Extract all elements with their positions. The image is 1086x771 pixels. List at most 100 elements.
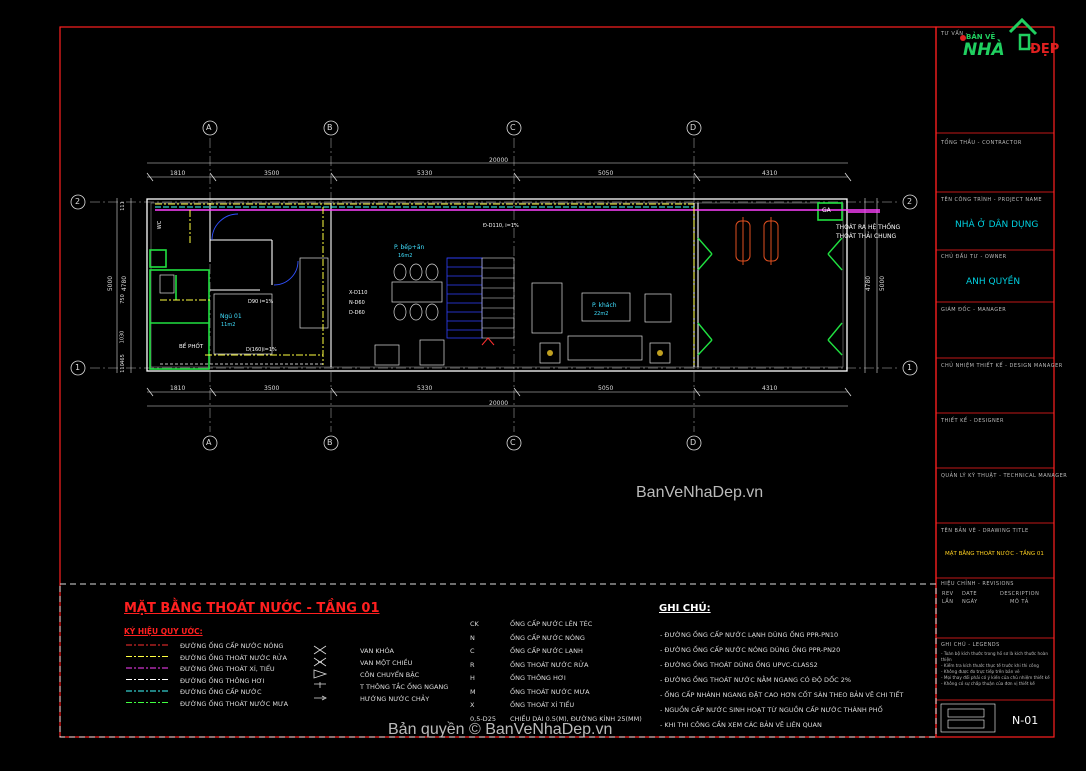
note-3: - ĐƯỜNG ỐNG THOÁT DÙNG ỐNG UPVC-CLASS2 xyxy=(660,661,818,669)
axis-label-b-top: B xyxy=(327,123,333,132)
axis-label-c-top: C xyxy=(510,123,516,132)
line-type-vent: ĐƯỜNG ỐNG THÔNG HƠI xyxy=(180,676,265,685)
axis-label-2-left: 2 xyxy=(75,197,81,206)
pipe-label-1: Đ-D110, i=1% xyxy=(483,223,519,229)
titleblock-dividers xyxy=(936,132,1054,701)
dim-bottom-3: 5330 xyxy=(417,385,433,392)
dim-total-top: 20000 xyxy=(489,157,509,164)
sheet-number: N-01 xyxy=(1012,714,1039,727)
sheet-stamp-box xyxy=(940,703,996,733)
legend-notes: - Toàn bộ kích thước trong hồ sơ là kích… xyxy=(941,651,1050,686)
room-area-living: 22m2 xyxy=(594,311,609,317)
logo-top-text: BẢN VẼ xyxy=(966,33,996,41)
symbol-list: VAN KHÓA VAN MỘT CHIỀU CÔN CHUYỂN BẬC T … xyxy=(360,645,448,705)
drawing-title-value: MẶT BẰNG THOÁT NƯỚC - TẦNG 01 xyxy=(945,551,1044,557)
dim-side-right: 4780 xyxy=(865,275,873,292)
note-1: - ĐƯỜNG ỐNG CẤP NƯỚC LẠNH DÙNG ỐNG PPR-P… xyxy=(660,631,839,639)
line-type-list: ĐƯỜNG ỐNG CẤP NƯỚC NÓNG ĐƯỜNG ỐNG THOÁT … xyxy=(180,641,288,710)
axis-label-a-bottom: A xyxy=(206,438,212,447)
symbol-reducer: CÔN CHUYỂN BẬC xyxy=(360,671,420,679)
revisions-label: HIỆU CHỈNH - REVISIONS xyxy=(941,581,1014,587)
contractor-label: TỔNG THẦU - CONTRACTOR xyxy=(941,140,1022,146)
floor-plan xyxy=(70,120,918,451)
note-4: - ĐƯỜNG ỐNG THOÁT NƯỚC NẰM NGANG CÓ ĐỘ D… xyxy=(660,676,852,684)
dim-small-2: 750 xyxy=(119,294,126,304)
axis-label-2-right: 2 xyxy=(907,197,913,206)
note-2: - ĐƯỜNG ỐNG CẤP NƯỚC NÓNG DÙNG ỐNG PPR-P… xyxy=(660,646,841,654)
owner-label-2: CHỦ ĐẦU TƯ - OWNER xyxy=(941,254,1007,260)
drawing-title-label: TÊN BẢN VẼ - DRAWING TITLE xyxy=(941,528,1029,534)
symbol-check-valve: VAN MỘT CHIỀU xyxy=(360,659,413,667)
dim-small-5: 110 xyxy=(119,363,126,373)
room-area-bedroom: 11m2 xyxy=(221,322,236,328)
owner-label: TƯ VẤN - xyxy=(941,31,968,37)
axis-label-1-right: 1 xyxy=(907,363,913,372)
rev-col-desc: DESCRIPTION xyxy=(1000,591,1040,597)
legend-line-samples xyxy=(126,644,170,703)
rev-col-lan: LẦN xyxy=(942,599,954,605)
logo-nha-text: NHÀ xyxy=(963,40,1005,60)
dim-bottom-2: 3500 xyxy=(264,385,280,392)
outlet-label-2: THOÁT THẢI CHUNG xyxy=(836,233,897,240)
dim-side-left: 4780 xyxy=(121,275,129,292)
axis-label-b-bottom: B xyxy=(327,438,333,447)
pipe-label-4: N-D60 xyxy=(349,300,365,306)
symbol-cleanout: T THÔNG TẮC ỐNG NGANG xyxy=(360,683,449,691)
watermark: BanVeNhaDep.vn xyxy=(636,484,764,501)
room-label-bedroom: Ngủ 01 xyxy=(220,313,242,320)
wc-label: WC xyxy=(157,220,164,230)
manager-label: GIÁM ĐỐC - MANAGER xyxy=(941,307,1007,313)
symbol-flow: HƯỚNG NƯỚC CHẢY xyxy=(360,695,430,703)
logo xyxy=(960,17,1038,51)
note-7: - KHI THI CÔNG CẦN XEM CÁC BẢN VẼ LIÊN Q… xyxy=(660,721,822,729)
owner-value: ANH QUYỀN xyxy=(966,277,1021,287)
dim-top-4: 5050 xyxy=(598,170,614,177)
rev-col-mota: MÔ TẢ xyxy=(1010,599,1029,605)
dim-small-1: 111 xyxy=(119,201,126,211)
rev-col-ngay: NGÀY xyxy=(962,599,978,605)
note-5: - ỐNG CẤP NHÁNH NGANG ĐẶT CAO HƠN CỐT SÀ… xyxy=(660,691,904,699)
dim-side-right-total: 5000 xyxy=(879,275,887,292)
outlet-label-1: THOÁT RA HỆ THỐNG xyxy=(836,224,901,231)
pipe-label-6: D(160)i=1% xyxy=(246,347,277,353)
rev-col-rev: REV xyxy=(942,591,954,597)
symbol-valve: VAN KHÓA xyxy=(360,647,395,655)
manhole-label: GA xyxy=(822,207,831,214)
dim-top-3: 5330 xyxy=(417,170,433,177)
axis-label-c-bottom: C xyxy=(510,438,516,447)
axis-label-d-bottom: D xyxy=(690,438,697,447)
rev-col-date: DATE xyxy=(962,591,978,597)
dim-bottom-4: 5050 xyxy=(598,385,614,392)
line-type-rain: ĐƯỜNG ỐNG THOÁT NƯỚC MƯA xyxy=(180,699,289,708)
dim-small-3: 1030 xyxy=(119,330,126,344)
designer-label: THIẾT KẾ - DESIGNER xyxy=(941,418,1004,424)
dim-bottom-1: 1810 xyxy=(170,385,186,392)
notes-title: GHI CHÚ: xyxy=(659,603,711,614)
line-type-wash: ĐƯỜNG ỐNG THOÁT NƯỚC RỬA xyxy=(180,653,287,662)
line-type-toilet: ĐƯỜNG ỐNG THOÁT XÍ, TIỂU xyxy=(180,665,275,673)
axis-label-a-top: A xyxy=(206,123,212,132)
septic-tank-label: BỂ PHỐT xyxy=(179,344,204,350)
room-label-living: P. khách xyxy=(592,302,617,309)
dim-bottom-5: 4310 xyxy=(762,385,778,392)
project-label: TÊN CÔNG TRÌNH - PROJECT NAME xyxy=(941,197,1042,203)
dim-side-left-total: 5000 xyxy=(107,275,115,292)
legend-frame xyxy=(59,583,937,738)
pipe-label-3: X-D110 xyxy=(349,290,368,296)
legends-label: GHI CHÚ - LEGENDS xyxy=(941,642,1000,648)
notes-list: - ĐƯỜNG ỐNG CẤP NƯỚC LẠNH DÙNG ỐNG PPR-P… xyxy=(660,628,903,733)
room-label-kitchen: P. bếp+ăn xyxy=(394,244,425,251)
dim-top-1: 1810 xyxy=(170,170,186,177)
tech-manager-label: QUẢN LÝ KỸ THUẬT - TECHNICAL MANAGER xyxy=(941,473,1068,479)
line-type-supply: ĐƯỜNG ỐNG CẤP NƯỚC xyxy=(180,688,262,696)
copyright: Bản quyền © BanVeNhaDep.vn xyxy=(388,721,613,738)
titleblock-border xyxy=(935,26,1055,738)
legend-subtitle: KÝ HIỆU QUY ƯỚC: xyxy=(124,627,203,636)
pipe-label-2: D90 i=1% xyxy=(248,299,274,305)
dim-top-2: 3500 xyxy=(264,170,280,177)
line-type-hot: ĐƯỜNG ỐNG CẤP NƯỚC NÓNG xyxy=(180,642,284,650)
room-area-kitchen: 16m2 xyxy=(398,253,413,259)
legend-symbols xyxy=(313,645,328,701)
